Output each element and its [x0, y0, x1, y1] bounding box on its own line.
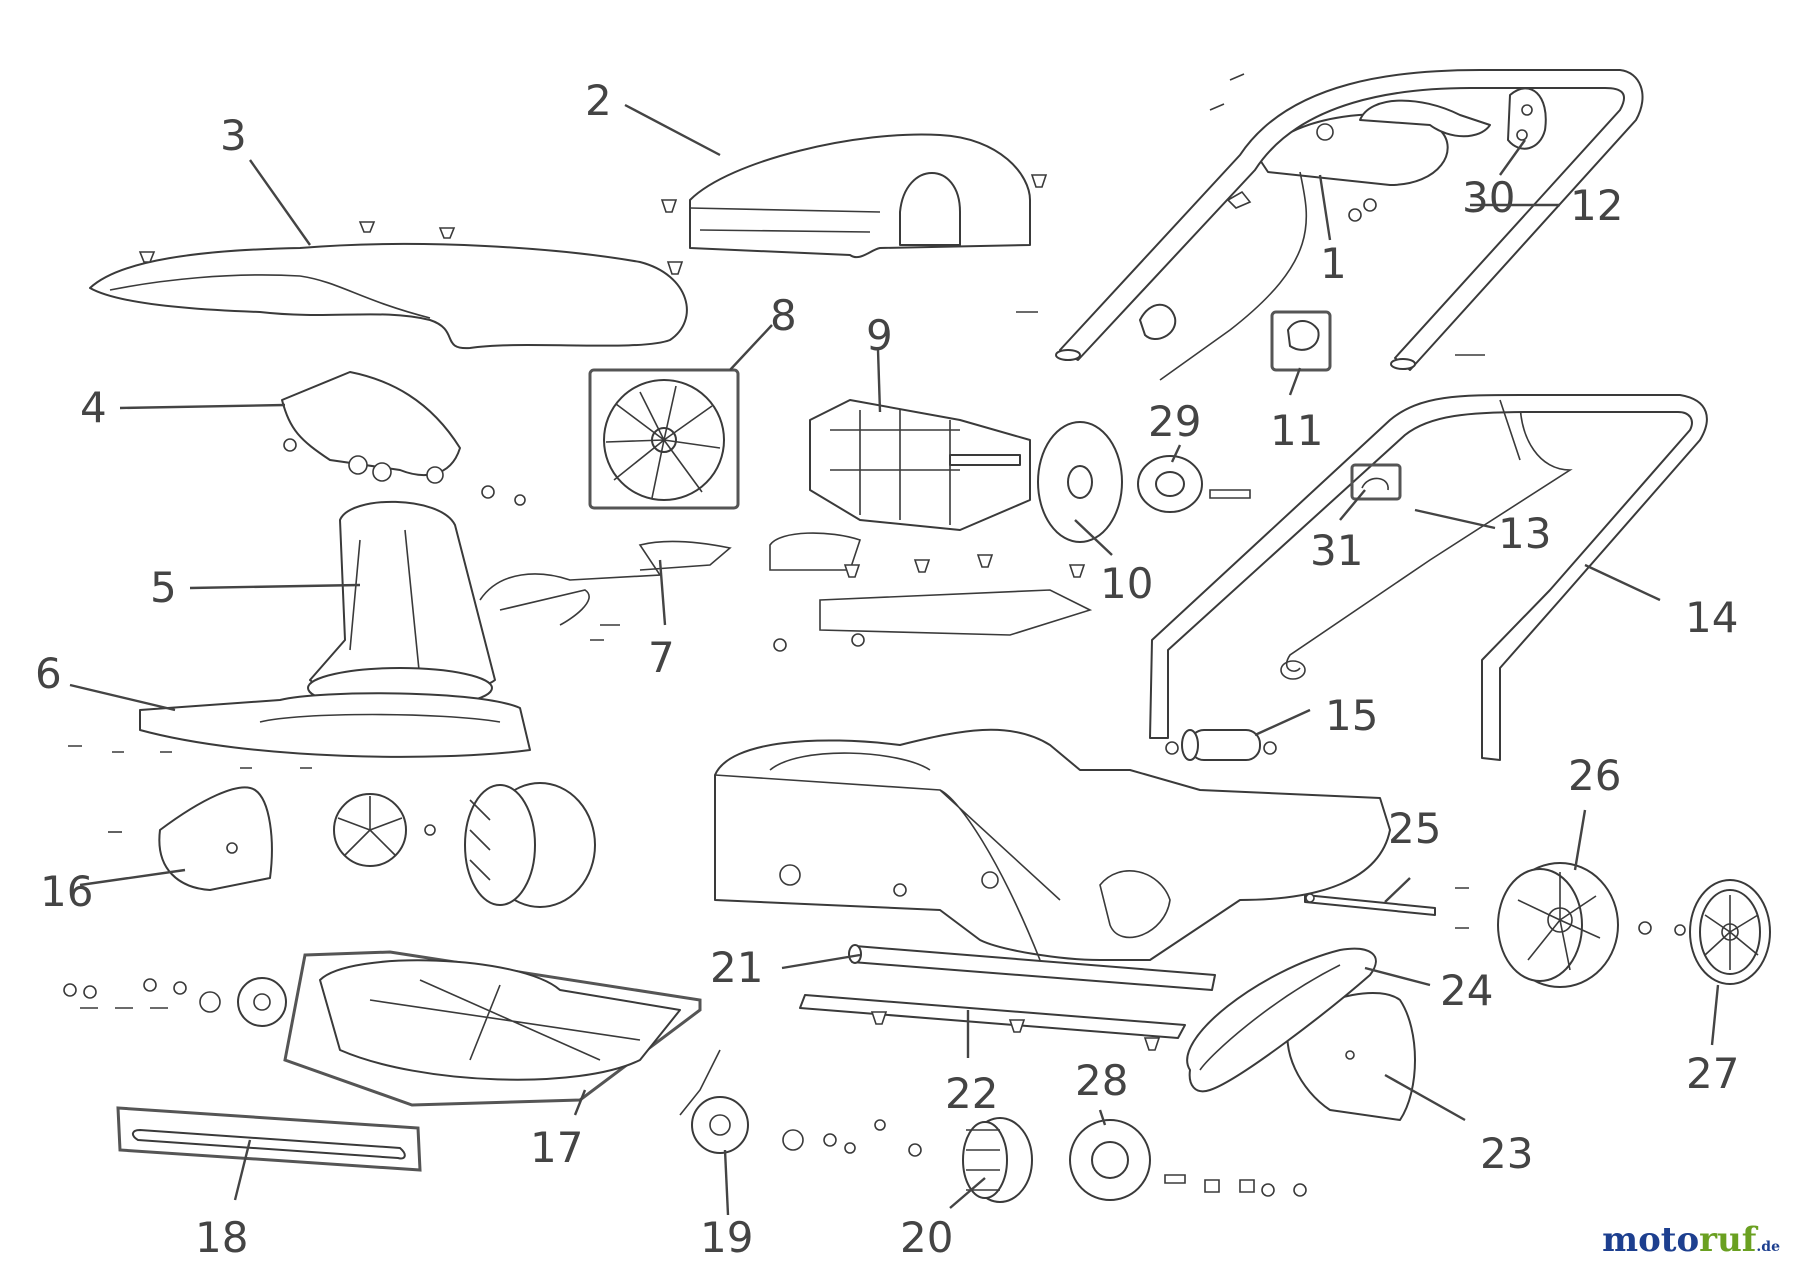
callout-9: 9 — [866, 311, 893, 360]
part-23-cover — [1286, 991, 1416, 1121]
leader-lines — [69, 103, 1720, 1216]
part-10-pulley-disc — [1037, 421, 1123, 543]
part-3-top-cover — [89, 221, 688, 350]
callout-21: 21 — [710, 943, 763, 992]
part-18-bar — [116, 1106, 422, 1172]
part-19-plate — [679, 1049, 749, 1154]
callout-1: 1 — [1320, 239, 1347, 288]
part-13-cable — [1280, 394, 1573, 680]
part-20-gear — [782, 1117, 1033, 1203]
callout-31: 31 — [1310, 526, 1363, 575]
part-9-motor — [769, 399, 1093, 652]
part-1-switch-box — [1159, 99, 1491, 381]
part-30-badge — [1507, 87, 1547, 150]
callout-29: 29 — [1148, 397, 1201, 446]
part-7-rod — [479, 540, 732, 641]
callout-2: 2 — [585, 76, 612, 125]
callout-26: 26 — [1568, 751, 1621, 800]
part-31-clip — [1350, 463, 1402, 501]
callout-30: 30 — [1462, 173, 1515, 222]
callout-13: 13 — [1498, 509, 1551, 558]
part-26-rear-wheel — [1455, 862, 1686, 988]
part-28-cap — [1069, 1119, 1307, 1201]
front-wheel-hub — [333, 793, 407, 867]
left-hardware — [63, 977, 287, 1027]
callout-22-lower: 22 — [945, 1069, 998, 1118]
callout-17: 17 — [530, 1123, 583, 1172]
callout-8: 8 — [770, 291, 797, 340]
callout-5: 5 — [150, 563, 177, 612]
callout-28: 28 — [1075, 1056, 1128, 1105]
part-4-flap — [281, 371, 526, 506]
part-17-blade-assembly — [283, 950, 702, 1107]
part-8-impeller — [588, 368, 740, 510]
part-25-axle — [1304, 893, 1436, 916]
callout-27: 27 — [1686, 1049, 1739, 1098]
callout-11: 11 — [1270, 406, 1323, 455]
callout-20: 20 — [900, 1213, 953, 1262]
callout-18: 18 — [195, 1213, 248, 1262]
callout-4: 4 — [80, 383, 107, 432]
callout-15: 15 — [1325, 691, 1378, 740]
callout-19: 19 — [700, 1213, 753, 1262]
part-5-chute — [307, 500, 496, 709]
watermark-logo: motoruf.de — [1602, 1220, 1780, 1260]
part-29-small-gear — [1137, 455, 1251, 513]
callout-10: 10 — [1100, 559, 1153, 608]
part-12-upper-handle — [1016, 69, 1644, 371]
watermark-part1: moto — [1602, 1220, 1700, 1260]
part-15-roller — [1165, 729, 1277, 761]
watermark-suffix: .de — [1756, 1239, 1780, 1255]
callout-6: 6 — [35, 649, 62, 698]
callout-3: 3 — [220, 111, 247, 160]
part-24-belt — [1186, 947, 1377, 1093]
part-27-hubcap — [1689, 879, 1771, 985]
part-2-motor-hood — [660, 133, 1048, 275]
callout-14: 14 — [1685, 593, 1738, 642]
part-11-knob — [1139, 303, 1332, 372]
part-22-blade-bar — [799, 994, 1186, 1051]
callout-24: 24 — [1440, 966, 1493, 1015]
front-wheel — [424, 782, 596, 908]
watermark-part2: ruf — [1699, 1220, 1757, 1260]
callout-labels: 1 2 3 4 5 6 7 8 9 10 11 12 13 14 15 16 1… — [35, 76, 1739, 1262]
callout-12: 12 — [1570, 181, 1623, 230]
callout-7: 7 — [648, 633, 675, 682]
callout-23: 23 — [1480, 1129, 1533, 1178]
callout-25: 25 — [1388, 804, 1441, 853]
part-6-base-plate — [68, 692, 531, 769]
main-housing — [714, 728, 1391, 961]
part-14-lower-handle — [1149, 394, 1708, 761]
part-16-side-cover — [108, 786, 273, 891]
callout-16: 16 — [40, 867, 93, 916]
